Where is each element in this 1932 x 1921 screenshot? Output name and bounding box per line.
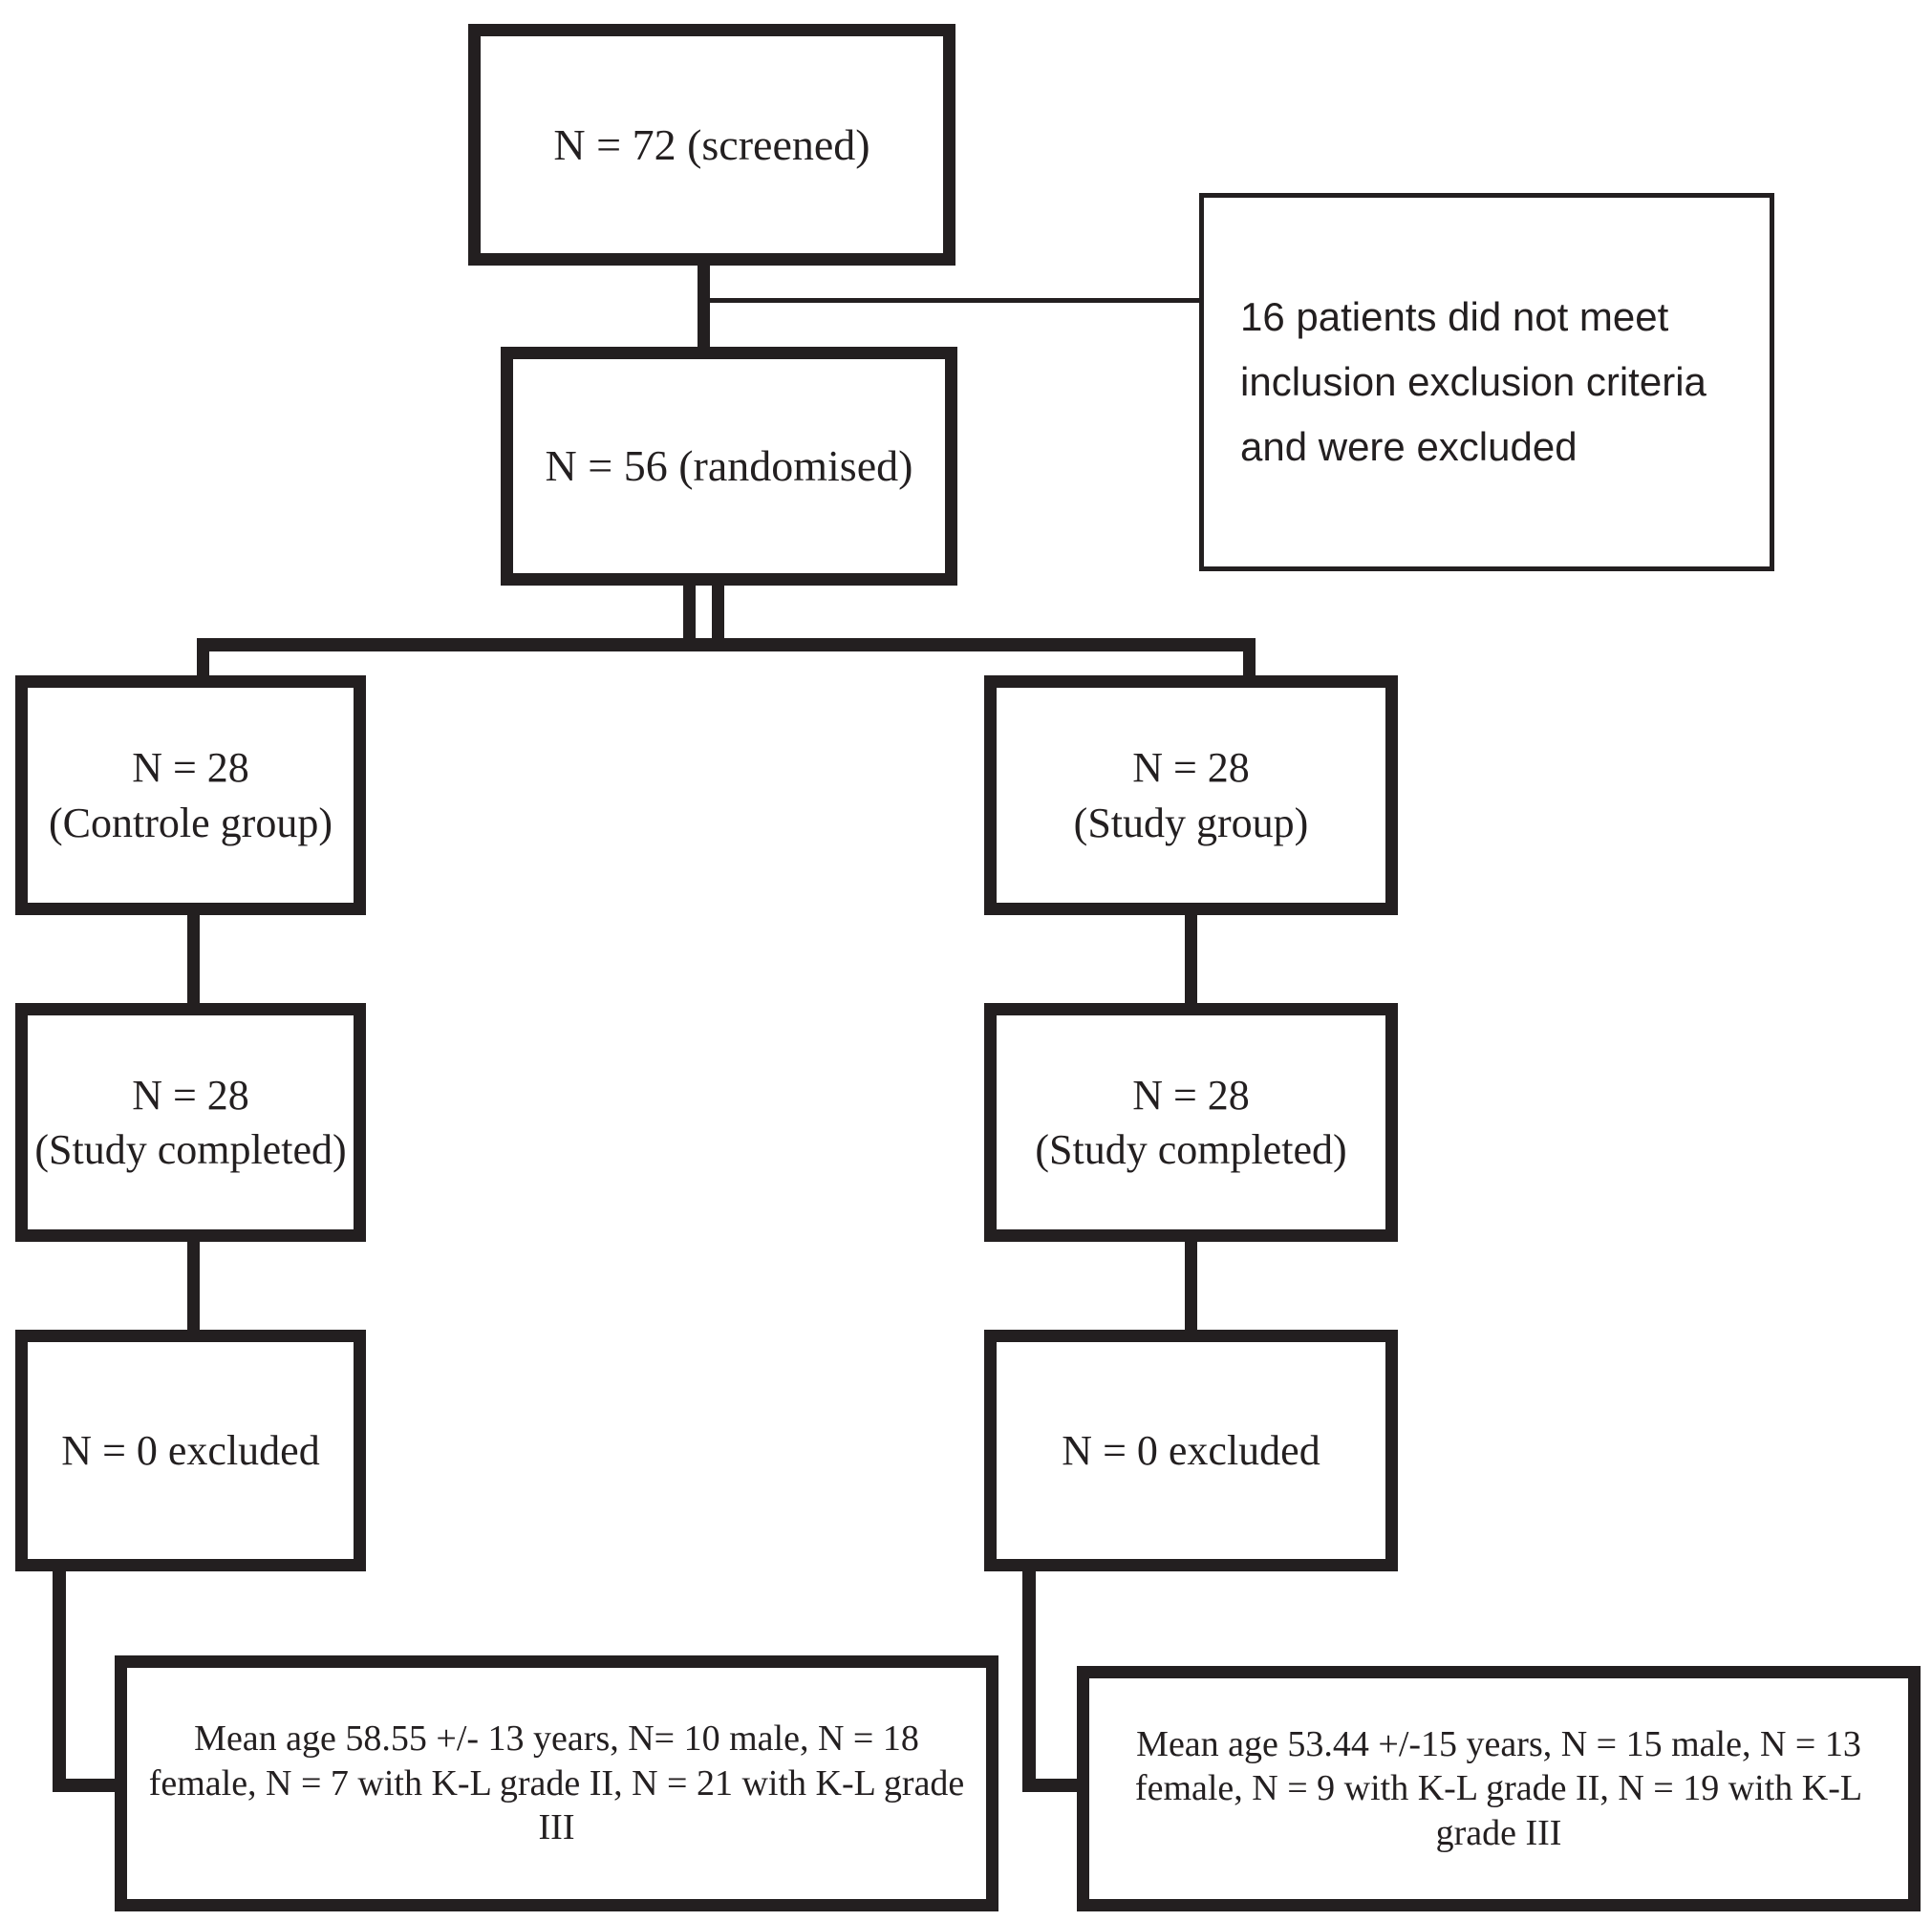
connector-exclusion-leader-line xyxy=(710,298,1202,303)
connector-control-completed-to-excluded xyxy=(187,1235,200,1336)
connector-randomisation-split-stem-right xyxy=(712,573,724,650)
node-randomised: N = 56 (randomised) xyxy=(501,347,957,586)
connector-randomisation-split-bar xyxy=(197,638,1256,651)
node-randomised-label: N = 56 (randomised) xyxy=(545,441,913,491)
connector-randomisation-split-stem-left xyxy=(683,573,696,650)
connector-study-excluded-to-demographics-vertical xyxy=(1022,1565,1036,1792)
connector-study-excluded-to-demographics-horizontal xyxy=(1022,1779,1091,1792)
node-control-group-label: N = 28 (Controle group) xyxy=(49,744,333,846)
node-exclusion-note: 16 patients did not meet inclusion exclu… xyxy=(1199,193,1774,571)
node-exclusion-note-label: 16 patients did not meet inclusion exclu… xyxy=(1240,293,1707,470)
node-study-excluded: N = 0 excluded xyxy=(984,1330,1398,1571)
node-study-group-label: N = 28 (Study group) xyxy=(1073,744,1309,846)
node-study-study-completed-label: N = 28 (Study completed) xyxy=(1035,1071,1347,1173)
node-control-demographics-label: Mean age 58.55 +/- 13 years, N= 10 male,… xyxy=(148,1718,965,1848)
connector-control-excluded-to-demographics-horizontal xyxy=(53,1779,127,1792)
node-study-demographics-label: Mean age 53.44 +/-15 years, N = 15 male,… xyxy=(1134,1723,1863,1853)
connector-study-completed-to-excluded xyxy=(1185,1235,1197,1336)
connector-control-excluded-to-demographics-vertical xyxy=(53,1565,66,1792)
node-study-demographics: Mean age 53.44 +/-15 years, N = 15 male,… xyxy=(1077,1666,1921,1911)
node-study-excluded-label: N = 0 excluded xyxy=(1062,1426,1320,1474)
node-control-demographics: Mean age 58.55 +/- 13 years, N= 10 male,… xyxy=(115,1655,998,1911)
node-control-group: N = 28 (Controle group) xyxy=(15,675,366,915)
node-control-excluded-label: N = 0 excluded xyxy=(61,1426,320,1474)
node-screened-label: N = 72 (screened) xyxy=(553,119,870,169)
node-screened: N = 72 (screened) xyxy=(468,24,955,266)
node-study-group: N = 28 (Study group) xyxy=(984,675,1398,915)
connector-control-group-to-completed xyxy=(187,907,200,1011)
node-control-study-completed: N = 28 (Study completed) xyxy=(15,1003,366,1242)
connector-study-group-to-completed xyxy=(1185,907,1197,1011)
node-control-excluded: N = 0 excluded xyxy=(15,1330,366,1571)
node-control-study-completed-label: N = 28 (Study completed) xyxy=(34,1071,347,1173)
node-study-study-completed: N = 28 (Study completed) xyxy=(984,1003,1398,1242)
connector-screened-to-randomised xyxy=(698,253,710,358)
